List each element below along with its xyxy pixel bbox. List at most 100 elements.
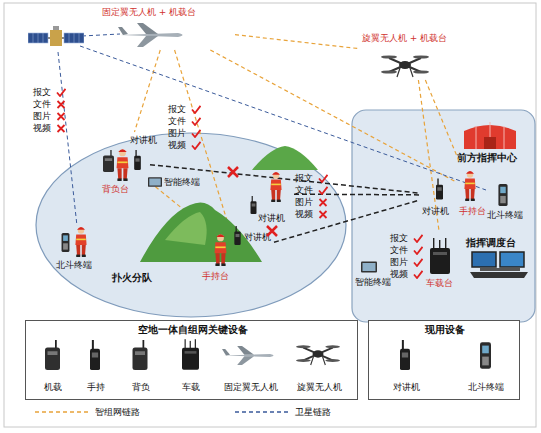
backpack-radio-icon <box>133 340 148 370</box>
node-label: 车载台 <box>426 277 453 289</box>
firefighter <box>464 171 475 201</box>
vehicle-radio-icon <box>182 339 199 370</box>
link-line <box>418 80 438 230</box>
cross-mark <box>58 101 65 108</box>
satellite-link <box>80 46 486 190</box>
node-label: 旋翼无人机 + 机载台 <box>362 32 447 44</box>
equipment-box: 现用设备对讲机北斗终端 <box>368 320 520 400</box>
tent-icon <box>464 122 516 149</box>
legend-line-sample <box>235 411 290 413</box>
ellipse-outline <box>35 132 347 318</box>
node-label: 手持台 <box>202 270 229 282</box>
link-line <box>274 200 420 242</box>
walkie-talkie <box>436 179 443 200</box>
device-node: 手持台 <box>456 164 486 216</box>
handheld-radio-icon <box>90 340 100 370</box>
checklist-label: 图片 <box>33 110 51 122</box>
node-label: 旋翼无人机 <box>286 381 352 393</box>
legend-line-sample <box>35 411 90 413</box>
mountain-highlight <box>165 212 207 245</box>
legend-label: 卫星链路 <box>295 406 331 418</box>
check-mark <box>414 247 423 254</box>
link-connector <box>150 165 420 194</box>
device-node: 智能终端 <box>352 256 404 290</box>
device-node: 车载台 <box>424 230 462 290</box>
firefighter <box>215 234 227 266</box>
satellite-icon <box>28 26 84 46</box>
firefighter <box>270 172 281 202</box>
link-line <box>235 35 358 49</box>
node-label: 北斗终端 <box>461 381 511 393</box>
walkie-talkie <box>134 150 141 170</box>
legend-label: 智组网链路 <box>95 406 140 418</box>
link-connector <box>150 182 201 224</box>
firefighter <box>75 227 86 257</box>
device-node: 固定翼无人机 + 机载台 <box>100 4 235 50</box>
beidou-icon <box>498 184 507 206</box>
region-ellipse: 扑火分队对讲机背负台智能终端北斗终端对讲机对讲机手持台 <box>35 132 347 318</box>
walkie-talkie <box>234 226 240 245</box>
check-mark <box>192 106 201 113</box>
link-connector <box>418 80 438 230</box>
node-label: 对讲机 <box>244 231 271 243</box>
check-mark <box>319 175 328 182</box>
backpack-radio <box>103 150 114 172</box>
node-label: 手持台 <box>459 205 486 217</box>
device-node: 智能终端 <box>145 172 205 192</box>
check-mark <box>192 142 201 149</box>
device-node: 指挥调度台 <box>462 234 532 282</box>
node-label: 智能终端 <box>355 276 391 288</box>
link-connector <box>425 80 460 164</box>
node-label: 北斗终端 <box>56 259 92 271</box>
device-node: 旋翼无人机 <box>286 335 352 397</box>
checklist-label: 文件 <box>33 98 51 110</box>
link-line <box>134 50 160 132</box>
link-line <box>150 182 201 224</box>
rotor-drone <box>381 55 429 77</box>
link-line <box>294 193 420 195</box>
check-mark <box>414 235 423 242</box>
device-node: 固定翼无人机 <box>218 335 284 397</box>
walkie-talkie <box>251 196 257 214</box>
satellite-link <box>58 52 77 226</box>
blocked-mark <box>228 167 238 177</box>
node-label: 固定翼无人机 <box>218 381 284 393</box>
checklist-label: 报文 <box>33 86 51 98</box>
mountain <box>252 146 318 170</box>
device-node: 对讲机 <box>246 164 294 224</box>
firefighter <box>117 149 129 181</box>
link-connector <box>134 50 160 132</box>
link-connector <box>235 35 358 49</box>
node-label: 北斗终端 <box>487 209 523 221</box>
check-mark <box>414 259 423 266</box>
checklist-label: 报文 <box>168 103 186 115</box>
link-connector <box>274 200 420 242</box>
cross-mark <box>58 113 65 120</box>
device-node: 旋翼无人机 + 机载台 <box>358 30 472 80</box>
vehicle-radio-icon <box>430 238 450 274</box>
device-node: 对讲机手持台 <box>200 224 274 282</box>
node-label: 指挥调度台 <box>466 237 516 249</box>
link-line <box>175 50 229 224</box>
node-label: 手持 <box>74 381 118 393</box>
fixed-wing-drone <box>118 23 183 47</box>
device-node: 车载 <box>169 335 213 397</box>
walkie-talkie-icon <box>400 340 410 370</box>
device-node: 对讲机背负台 <box>100 132 150 192</box>
device-node: 前方指挥中心 <box>455 116 525 166</box>
device-node: 北斗终端 <box>461 335 511 397</box>
beidou-icon <box>480 342 491 368</box>
cross-mark <box>320 211 327 218</box>
link-connector <box>175 50 229 224</box>
dispatch-console-icon <box>470 252 528 278</box>
outer-frame <box>4 3 536 427</box>
blocked-mark <box>267 226 277 236</box>
device-node: 北斗终端 <box>485 180 531 224</box>
node-label: 扑火分队 <box>112 272 152 284</box>
command-region <box>352 110 535 322</box>
device-node: 机载 <box>31 335 75 397</box>
rotor-drone <box>296 345 340 365</box>
airborne-radio-icon <box>45 340 60 370</box>
